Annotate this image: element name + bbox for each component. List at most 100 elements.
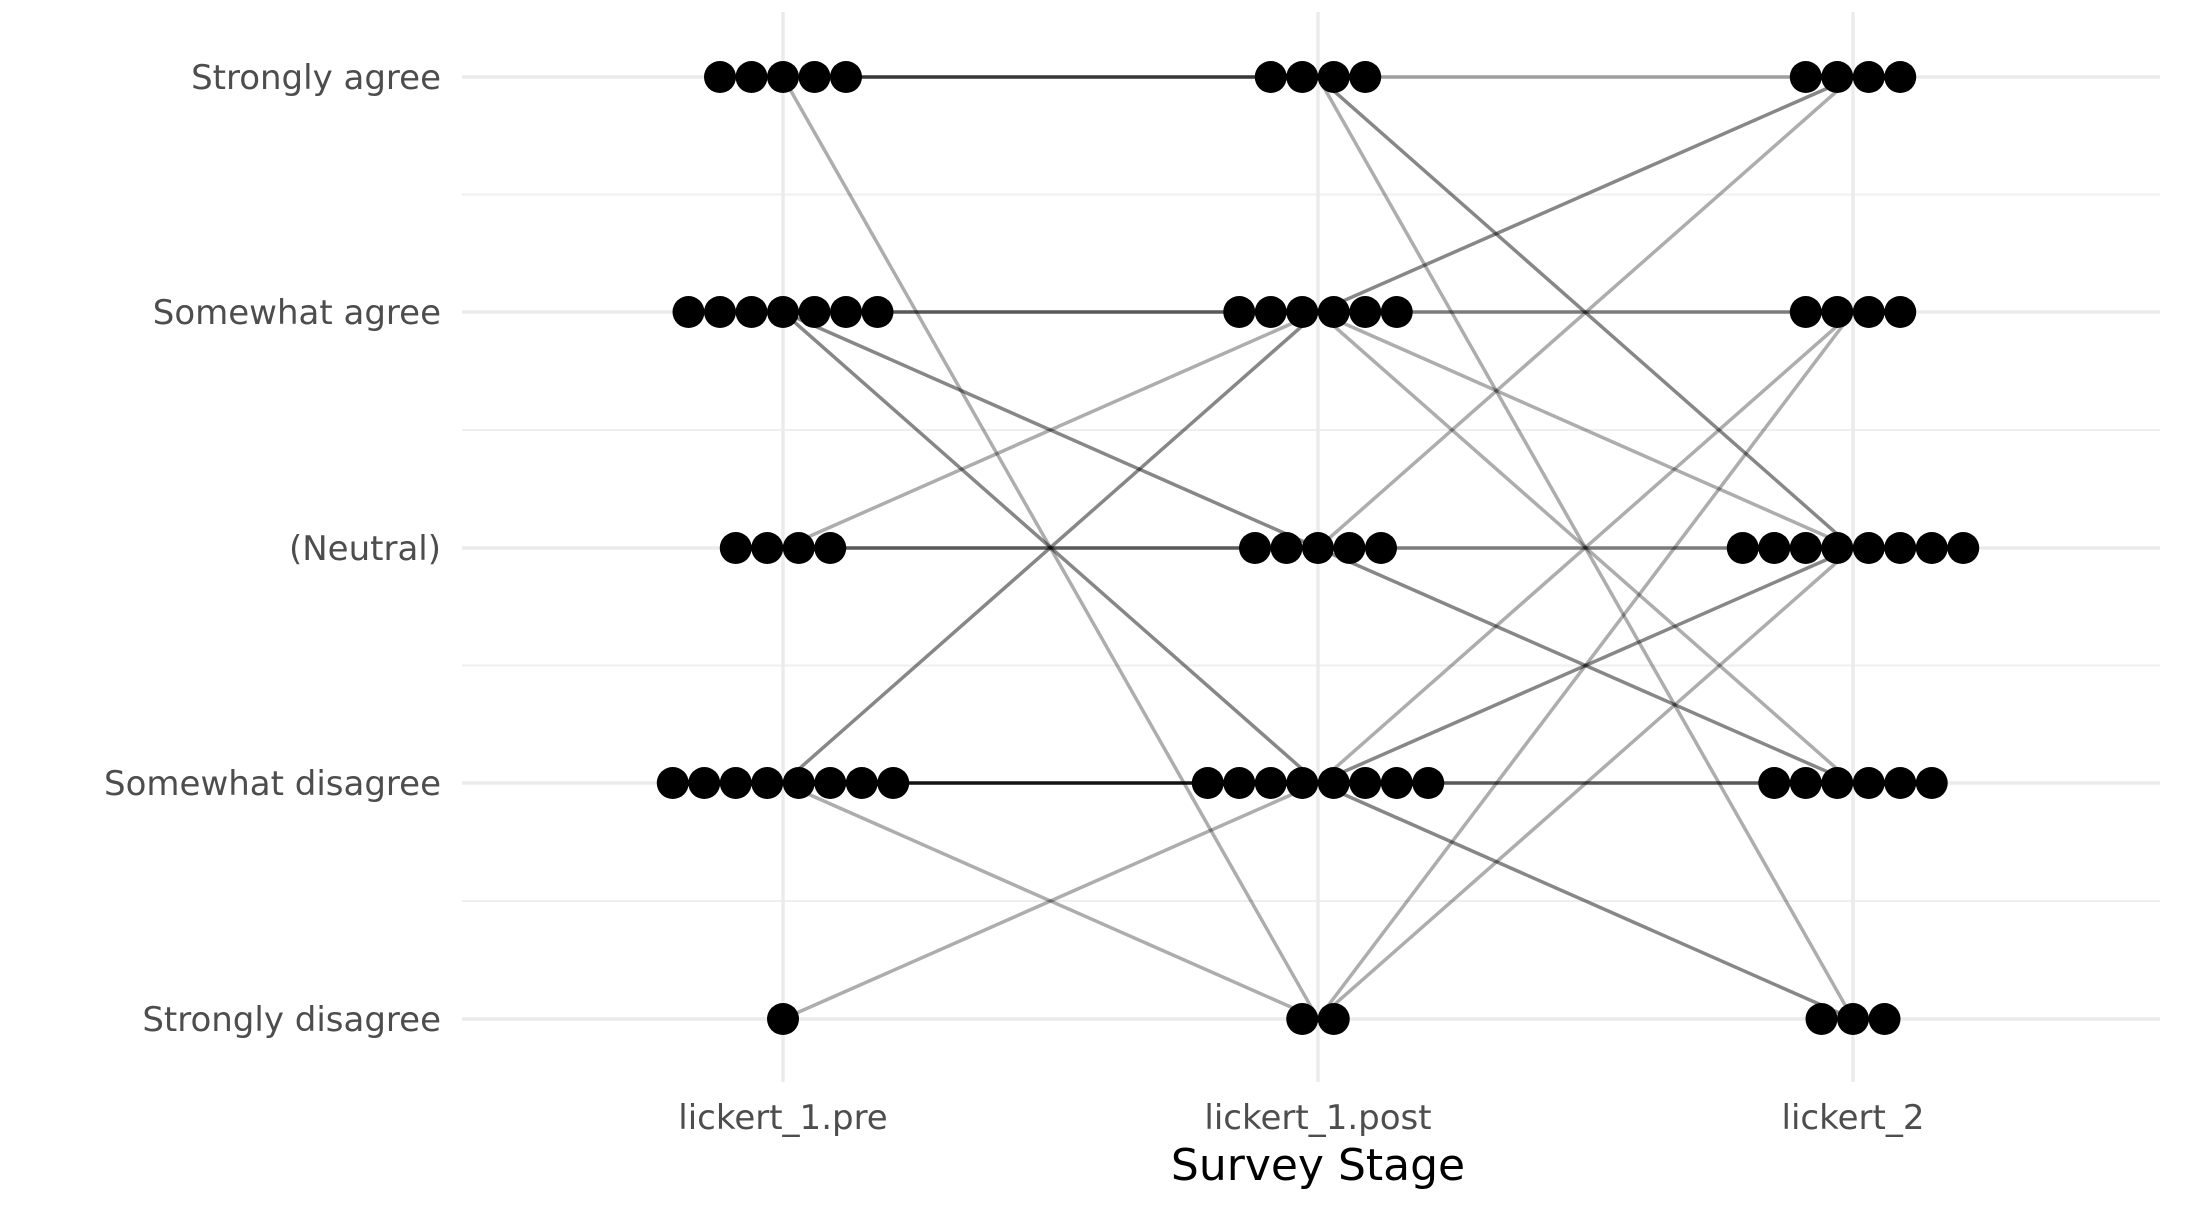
x-axis-title: Survey Stage	[1171, 1140, 1465, 1191]
point-lickert-2-somewhat-disagree	[1758, 767, 1791, 799]
point-lickert-2-strongly-disagree	[1868, 1003, 1901, 1035]
point-lickert-2-neutral	[1884, 532, 1917, 564]
point-lickert-2-neutral	[1758, 532, 1791, 564]
point-lickert-2-somewhat-agree	[1884, 296, 1917, 328]
point-lickert-1-pre-somewhat-agree	[704, 296, 736, 328]
point-lickert-1-pre-somewhat-agree	[861, 296, 894, 328]
point-lickert-1-pre-somewhat-agree	[672, 296, 705, 328]
point-lickert-2-neutral	[1821, 532, 1854, 564]
point-lickert-1-post-neutral	[1302, 532, 1334, 564]
point-lickert-1-post-somewhat-disagree	[1412, 767, 1445, 799]
point-lickert-2-neutral	[1852, 532, 1885, 564]
transition-line-strongly-disagree-to-somewhat-disagree	[782, 781, 1319, 1021]
point-lickert-1-pre-somewhat-disagree	[845, 767, 878, 799]
point-lickert-2-somewhat-agree	[1852, 296, 1885, 328]
transition-line-somewhat-disagree-to-somewhat-agree	[1316, 310, 1855, 785]
point-lickert-2-somewhat-agree	[1821, 296, 1854, 328]
point-lickert-2-somewhat-disagree	[1789, 767, 1822, 799]
point-lickert-2-neutral	[1726, 532, 1759, 564]
point-lickert-1-post-strongly-agree	[1254, 61, 1287, 93]
point-lickert-1-pre-somewhat-agree	[735, 296, 768, 328]
point-lickert-1-pre-somewhat-disagree	[656, 767, 689, 799]
point-lickert-2-neutral	[1915, 532, 1948, 564]
point-lickert-1-post-strongly-agree	[1286, 61, 1319, 93]
x-tick-label-lickert-1-post: lickert_1.post	[1204, 1098, 1431, 1138]
point-lickert-1-pre-neutral	[719, 532, 752, 564]
y-tick-label-somewhat-agree: Somewhat agree	[153, 293, 441, 333]
point-lickert-1-pre-strongly-disagree	[767, 1003, 799, 1035]
point-lickert-1-pre-somewhat-agree	[798, 296, 831, 328]
point-lickert-2-somewhat-disagree	[1852, 767, 1885, 799]
point-lickert-2-strongly-agree	[1852, 61, 1885, 93]
point-lickert-1-post-somewhat-disagree	[1317, 767, 1350, 799]
point-lickert-2-neutral	[1947, 532, 1980, 564]
point-lickert-1-pre-strongly-agree	[798, 61, 831, 93]
y-axis-tick-labels: Strongly disagree Somewhat disagree (Neutr…	[104, 58, 441, 1040]
y-tick-label-strongly-agree: Strongly agree	[191, 58, 441, 98]
point-lickert-1-post-neutral	[1270, 532, 1303, 564]
transition-line-somewhat-disagree-to-strongly-disagree	[782, 781, 1319, 1021]
point-lickert-2-strongly-agree	[1789, 61, 1822, 93]
transition-line-strongly-disagree-to-neutral	[1316, 546, 1855, 1021]
point-lickert-1-post-somewhat-disagree	[1254, 767, 1287, 799]
point-lickert-2-somewhat-disagree	[1821, 767, 1854, 799]
point-lickert-1-post-somewhat-agree	[1349, 296, 1382, 328]
point-lickert-1-post-somewhat-disagree	[1191, 767, 1224, 799]
point-lickert-1-pre-neutral	[782, 532, 815, 564]
x-tick-label-lickert-1-pre: lickert_1.pre	[678, 1098, 887, 1138]
transition-line-somewhat-disagree-to-somewhat-agree	[781, 310, 1320, 785]
point-lickert-1-pre-strongly-agree	[767, 61, 799, 93]
transition-line-somewhat-agree-to-somewhat-disagree	[1316, 310, 1855, 785]
point-lickert-2-somewhat-disagree	[1915, 767, 1948, 799]
point-lickert-1-pre-somewhat-disagree	[877, 767, 910, 799]
point-lickert-1-pre-strongly-agree	[735, 61, 768, 93]
point-lickert-1-pre-strongly-agree	[704, 61, 736, 93]
point-lickert-1-pre-somewhat-agree	[830, 296, 862, 328]
point-lickert-1-pre-somewhat-disagree	[751, 767, 784, 799]
point-lickert-2-somewhat-disagree	[1884, 767, 1917, 799]
point-lickert-2-strongly-agree	[1821, 61, 1854, 93]
point-lickert-1-post-strongly-disagree	[1286, 1003, 1319, 1035]
point-lickert-1-pre-somewhat-disagree	[719, 767, 752, 799]
point-lickert-1-post-neutral	[1365, 532, 1397, 564]
point-lickert-1-post-strongly-agree	[1317, 61, 1350, 93]
point-lickert-1-post-somewhat-disagree	[1223, 767, 1256, 799]
point-lickert-2-strongly-agree	[1884, 61, 1917, 93]
x-tick-label-lickert-2: lickert_2	[1782, 1098, 1925, 1138]
transition-line-strongly-agree-to-strongly-disagree	[1316, 76, 1855, 1020]
transition-line-somewhat-disagree-to-strongly-disagree	[1317, 781, 1854, 1021]
point-lickert-2-somewhat-agree	[1789, 296, 1822, 328]
transition-line-neutral-to-somewhat-disagree	[1317, 546, 1854, 785]
point-lickert-1-post-strongly-agree	[1349, 61, 1382, 93]
transition-line-strongly-agree-to-neutral	[1316, 75, 1855, 550]
transition-line-somewhat-agree-to-strongly-agree	[1317, 75, 1854, 314]
y-tick-label-neutral: (Neutral)	[289, 529, 441, 569]
transition-lines-layer	[781, 75, 1855, 1021]
point-lickert-1-post-somewhat-disagree	[1286, 767, 1319, 799]
point-lickert-1-post-strongly-disagree	[1317, 1003, 1350, 1035]
point-lickert-1-post-somewhat-agree	[1380, 296, 1413, 328]
transition-line-neutral-to-somewhat-agree	[782, 310, 1319, 550]
point-lickert-1-pre-somewhat-disagree	[814, 767, 847, 799]
transition-line-neutral-to-strongly-agree	[1316, 75, 1855, 550]
point-lickert-1-post-somewhat-agree	[1223, 296, 1256, 328]
y-tick-label-somewhat-disagree: Somewhat disagree	[104, 764, 441, 804]
point-lickert-1-pre-neutral	[814, 532, 847, 564]
point-lickert-1-pre-neutral	[751, 532, 784, 564]
transition-line-somewhat-disagree-to-neutral	[1317, 546, 1854, 785]
y-tick-label-strongly-disagree: Strongly disagree	[142, 1000, 441, 1040]
point-lickert-1-post-neutral	[1333, 532, 1366, 564]
point-lickert-1-pre-strongly-agree	[830, 61, 862, 93]
point-lickert-1-pre-somewhat-disagree	[782, 767, 815, 799]
point-lickert-1-pre-somewhat-agree	[767, 296, 799, 328]
point-lickert-2-neutral	[1789, 532, 1822, 564]
point-lickert-1-post-somewhat-agree	[1317, 296, 1350, 328]
transition-line-somewhat-agree-to-neutral	[782, 310, 1319, 550]
transition-line-strongly-disagree-to-somewhat-agree	[1316, 310, 1855, 1021]
point-lickert-2-strongly-disagree	[1837, 1003, 1869, 1035]
point-lickert-1-pre-somewhat-disagree	[688, 767, 721, 799]
point-lickert-1-post-somewhat-disagree	[1349, 767, 1382, 799]
transition-line-somewhat-agree-to-neutral	[1317, 310, 1854, 550]
